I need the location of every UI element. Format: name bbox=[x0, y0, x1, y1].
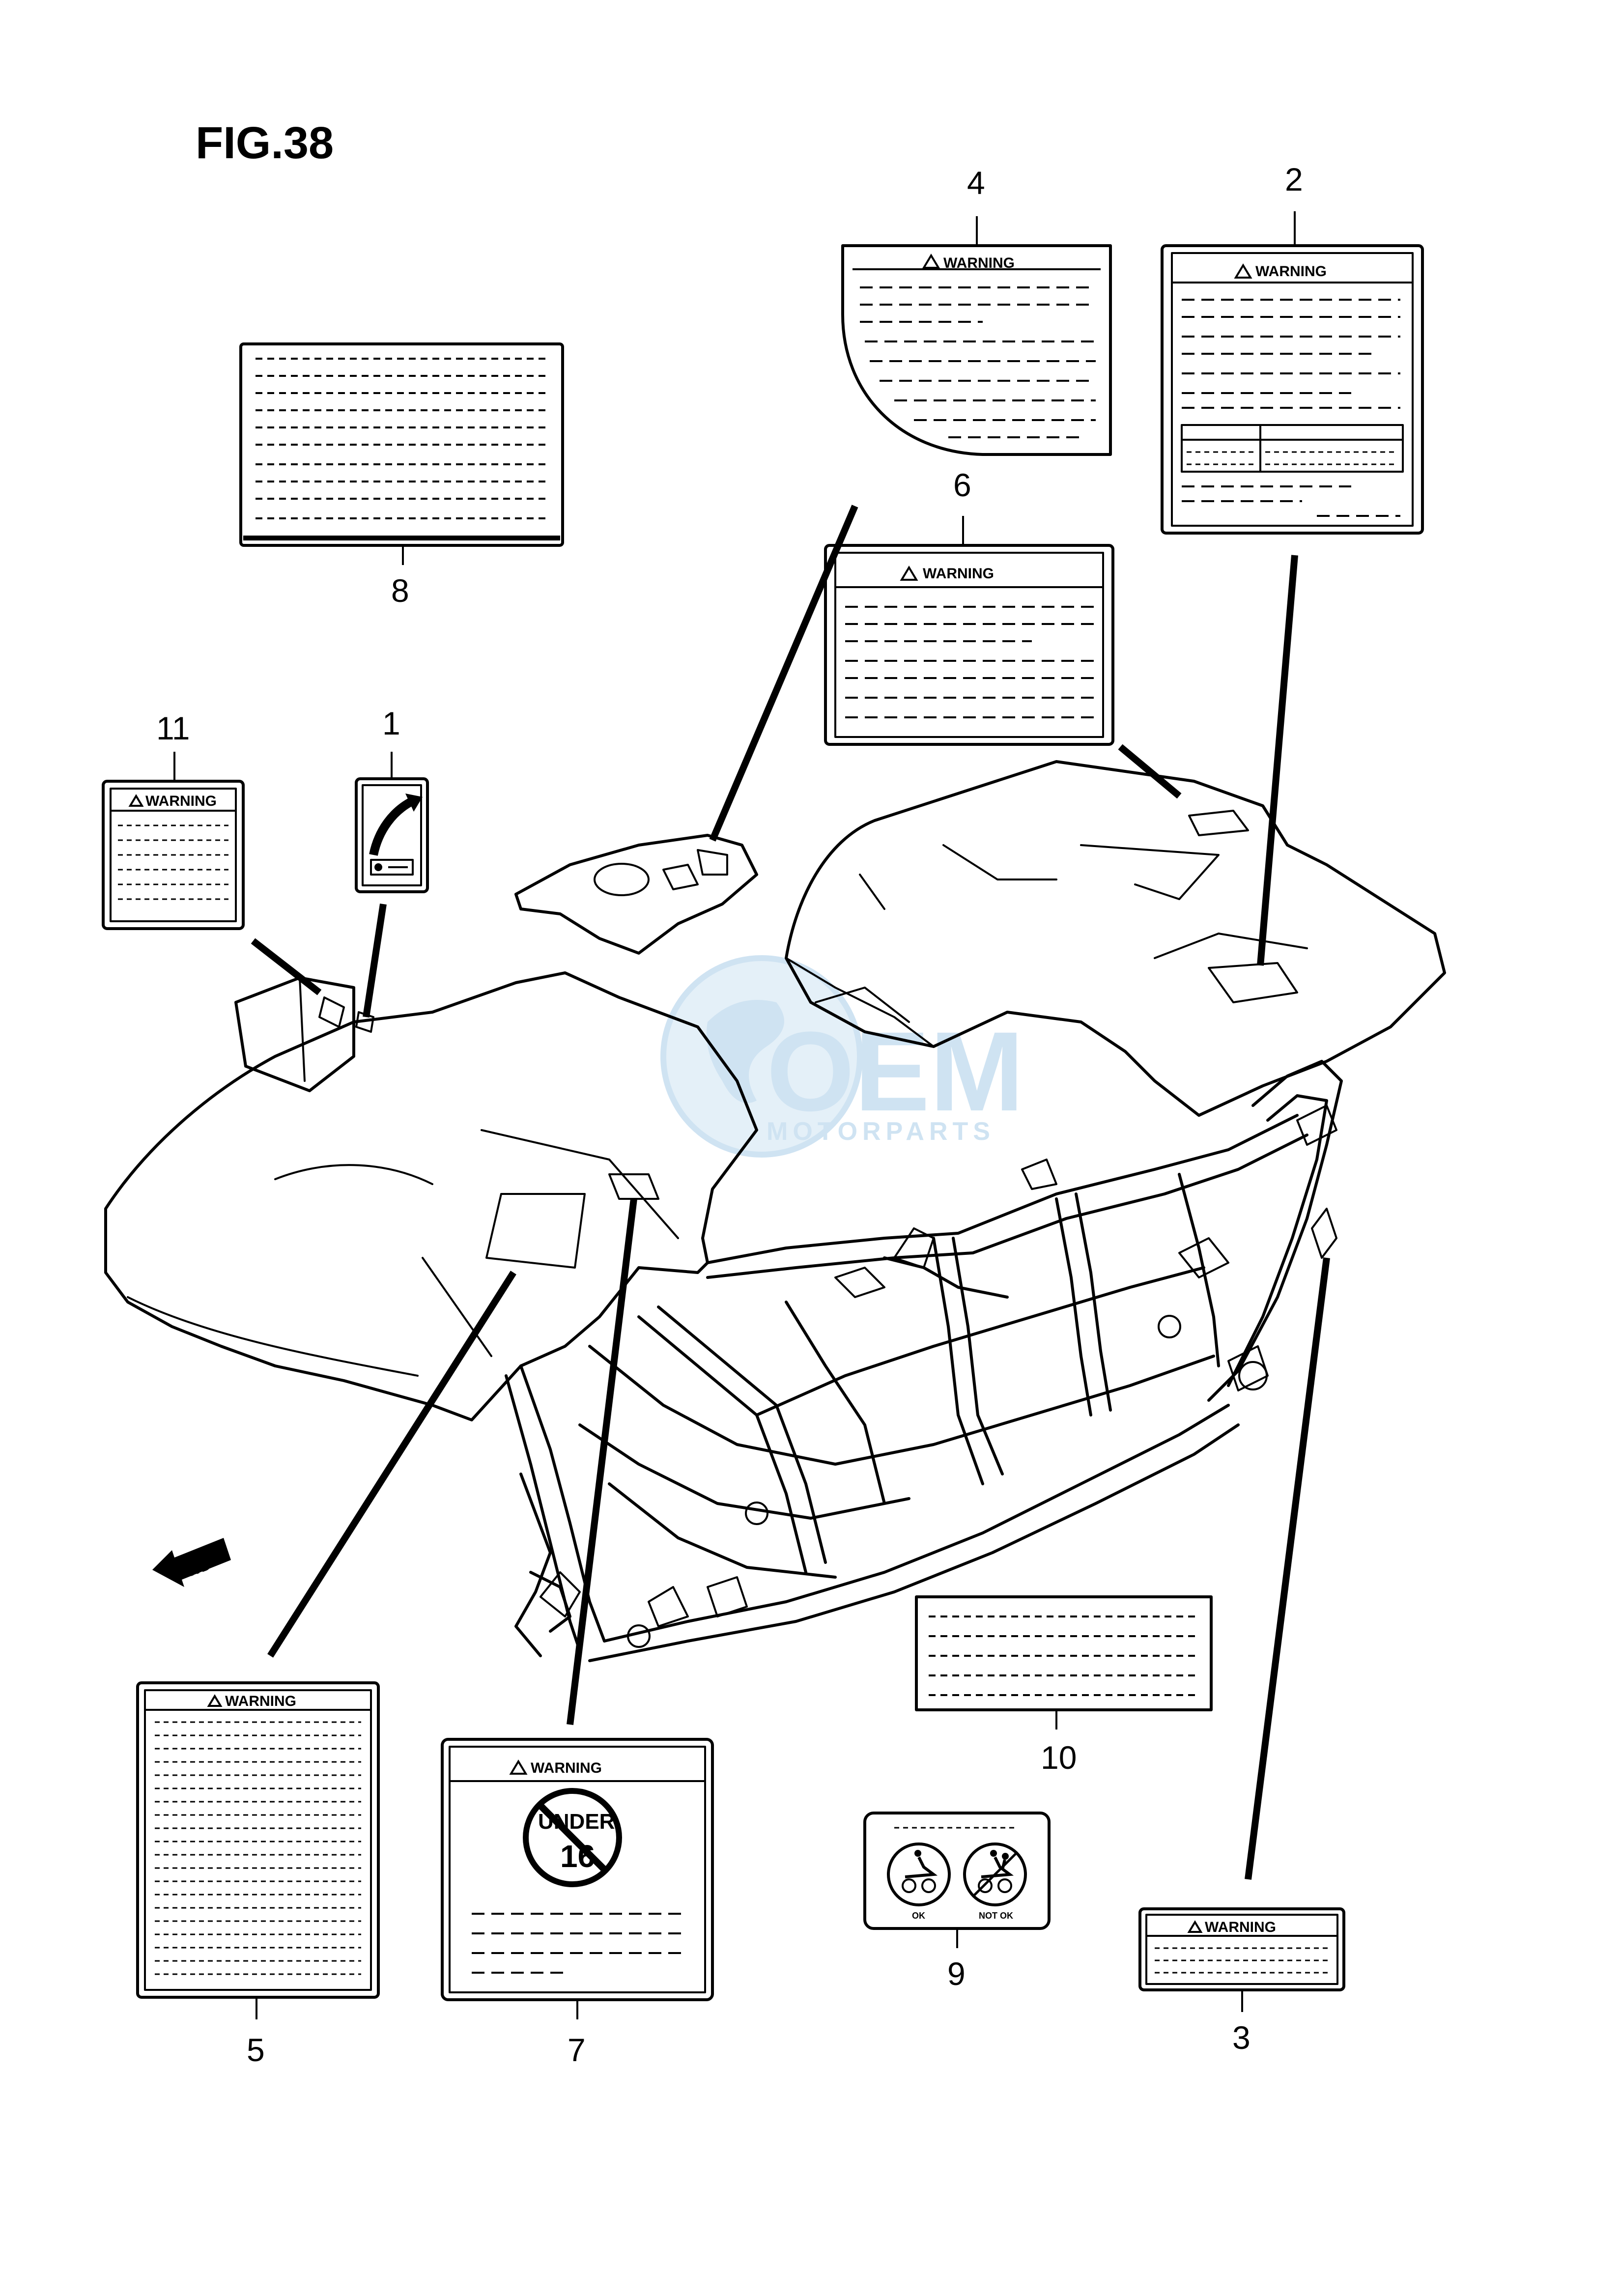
atv-two-riders-icon bbox=[972, 1850, 1018, 1898]
rear-fender-decal-patch-2 bbox=[1208, 962, 1298, 1003]
callout-6: 6 bbox=[953, 467, 971, 503]
decal-11: WARNING 11 bbox=[102, 710, 245, 930]
decal-10: 10 bbox=[915, 1595, 1213, 1776]
front-fender bbox=[104, 971, 758, 1421]
decal-7-warning: WARNING bbox=[531, 1760, 602, 1776]
callout-3: 3 bbox=[1232, 2019, 1251, 2056]
decal-8: 8 bbox=[239, 342, 564, 609]
callout-5: 5 bbox=[247, 2032, 265, 2068]
figure-title: FIG.38 bbox=[196, 118, 334, 168]
decal-1: 1 bbox=[355, 705, 429, 893]
atv-one-rider-icon bbox=[902, 1850, 938, 1893]
watermark-sub: MOTORPARTS bbox=[767, 1117, 995, 1146]
decal-4-warning: WARNING bbox=[943, 255, 1015, 271]
watermark-brand: OEM bbox=[767, 1008, 1024, 1134]
rear-fender-decal-patch bbox=[1188, 810, 1249, 836]
callout-11: 11 bbox=[156, 710, 190, 746]
decal-5: WARNING 5 bbox=[136, 1681, 380, 2068]
decal-11-warning: WARNING bbox=[145, 793, 217, 809]
decal-3: WARNING 3 bbox=[1138, 1907, 1345, 2056]
fwd-arrow-icon: FWD bbox=[152, 1538, 231, 1587]
front-fender-decal-patch-small bbox=[608, 1173, 659, 1200]
callout-9: 9 bbox=[947, 1956, 966, 1992]
callout-1: 1 bbox=[382, 705, 400, 741]
decal-2: WARNING 2 bbox=[1161, 161, 1424, 535]
decal-5-warning: WARNING bbox=[225, 1693, 296, 1709]
watermark: OEM MOTORPARTS bbox=[660, 955, 1024, 1158]
frame-decal-patch bbox=[1311, 1208, 1337, 1259]
callout-4: 4 bbox=[967, 165, 985, 201]
decal-4: WARNING 4 bbox=[841, 165, 1112, 456]
rear-fender bbox=[785, 760, 1446, 1117]
not-ok-label: NOT OK bbox=[979, 1911, 1013, 1921]
decal-2-warning: WARNING bbox=[1255, 263, 1327, 280]
under-number: 16 bbox=[560, 1839, 595, 1874]
leader-lines bbox=[251, 505, 1330, 1880]
callout-2: 2 bbox=[1285, 161, 1303, 198]
frame bbox=[505, 1060, 1343, 1662]
under-16-prohibition-icon: UNDER 16 bbox=[523, 1788, 622, 1887]
ok-label: OK bbox=[912, 1911, 925, 1921]
callout-7: 7 bbox=[568, 2032, 586, 2068]
decal-3-warning: WARNING bbox=[1205, 1919, 1276, 1935]
callout-8: 8 bbox=[391, 572, 409, 609]
decal-7: WARNING UNDER 16 7 bbox=[441, 1738, 714, 2068]
atv-body-drawing bbox=[104, 760, 1446, 1662]
decal-9: OK NOT OK 9 bbox=[863, 1812, 1051, 1992]
headlight-housing bbox=[234, 976, 355, 1092]
decal-6-warning: WARNING bbox=[923, 566, 994, 582]
under-label: UNDER bbox=[538, 1810, 615, 1834]
decal-6: WARNING 6 bbox=[824, 467, 1114, 746]
callout-10: 10 bbox=[1041, 1739, 1077, 1776]
tank-cover bbox=[514, 834, 758, 955]
front-fender-decal-patch bbox=[485, 1193, 586, 1269]
